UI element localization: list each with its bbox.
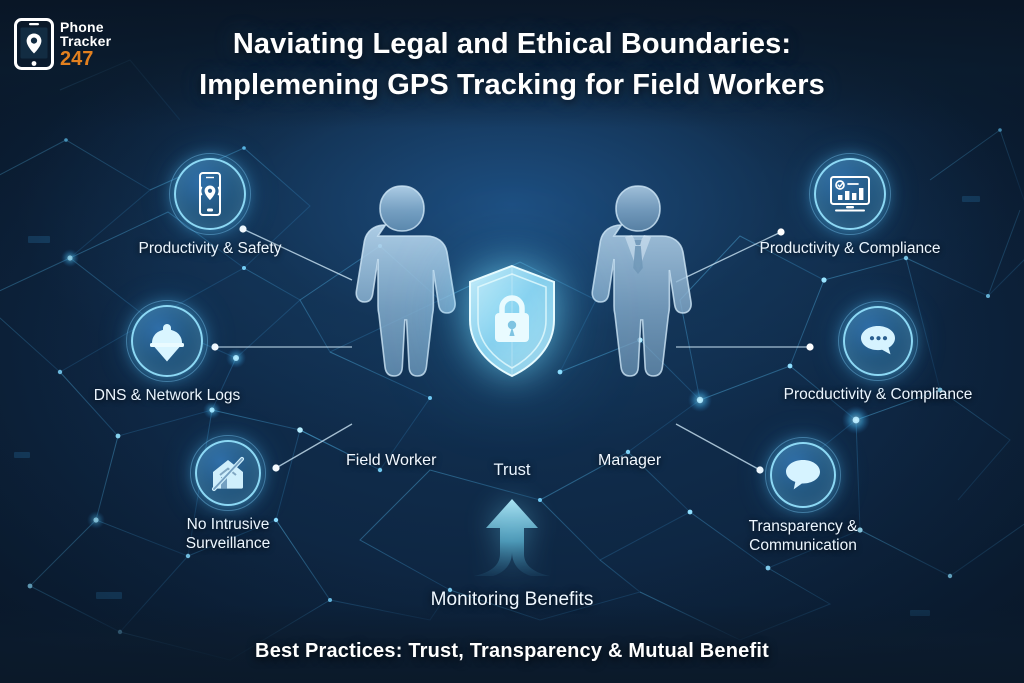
shield-padlock-icon xyxy=(466,263,558,379)
hardhat-download-icon xyxy=(126,300,208,382)
trust-label: Trust xyxy=(493,461,531,479)
node-label: Procductivity & Compliance xyxy=(783,386,973,403)
title-line-1: Naviating Legal and Ethical Boundaries: xyxy=(232,28,792,60)
brand-logo[interactable]: Phone Tracker 247 xyxy=(14,18,111,70)
title-line-2: Implemening GPS Tracking for Field Worke… xyxy=(199,69,825,102)
monitor-bar-chart-icon xyxy=(809,153,891,235)
page-title: Naviating Legal and Ethical Boundaries: … xyxy=(0,24,1024,106)
chat-bubble-dots-icon xyxy=(838,301,918,381)
upward-arrow-icon xyxy=(455,497,569,579)
node-productivity-safety[interactable]: Productivity & Safety xyxy=(125,153,295,258)
node-label: Productivity & Compliance xyxy=(759,240,941,257)
node-transparency-communication[interactable]: Transparency & Communication xyxy=(718,437,888,556)
field-worker-figure xyxy=(355,185,456,377)
node-label: DNS & Network Logs xyxy=(93,387,241,404)
mobile-gps-tracking-icon xyxy=(169,153,251,235)
brand-line-1: Phone xyxy=(60,18,104,35)
node-label: No Intrusive Surveillance xyxy=(185,516,271,553)
node-productivity-compliance-monitor[interactable]: Productivity & Compliance xyxy=(745,153,955,258)
brand-line-3: 247 xyxy=(60,47,94,70)
node-dns-network-logs[interactable]: DNS & Network Logs xyxy=(82,300,252,405)
node-productivity-compliance-chat[interactable]: Procductivity & Compliance xyxy=(765,301,991,404)
node-no-intrusive-surveillance[interactable]: No Intrusive Surveillance xyxy=(143,435,313,554)
node-label: Productivity & Safety xyxy=(138,240,282,257)
footer-best-practices: Best Practices: Trust, Transparency & Mu… xyxy=(255,640,769,662)
brand-line-2: Tracker xyxy=(60,32,112,49)
phone-gps-pin-icon xyxy=(14,18,54,70)
manager-figure xyxy=(591,185,692,377)
monitoring-benefits-label: Monitoring Benefits xyxy=(430,589,594,610)
node-label: Transparency & Communication xyxy=(748,518,858,555)
